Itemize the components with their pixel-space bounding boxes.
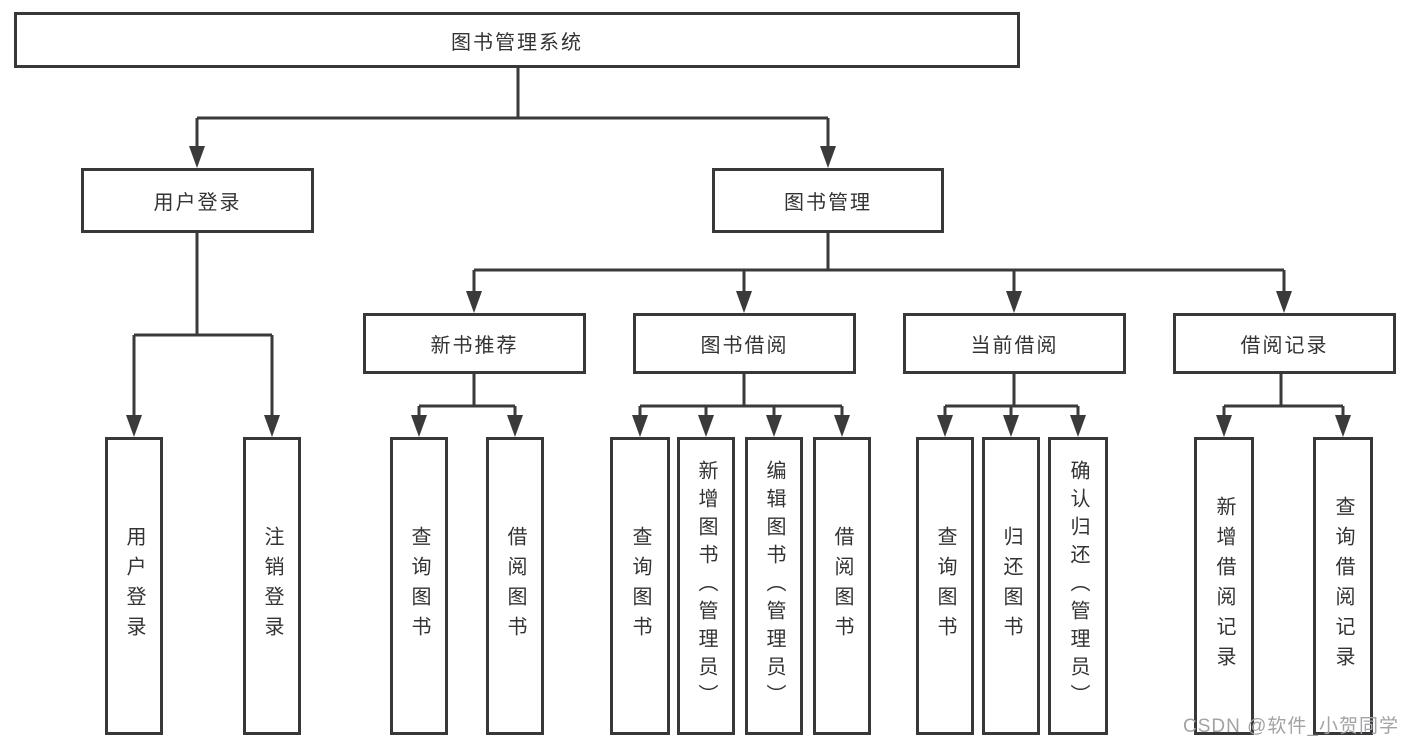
arrow-down-icon (1003, 415, 1019, 437)
leaf-borrow-books-1-label: 借阅图书 (504, 526, 526, 646)
node-book-borrow: 图书借阅 (633, 313, 856, 374)
leaf-borrow-books-2: 借阅图书 (813, 437, 871, 735)
leaf-confirm-return-admin: 确认归还（管理员） (1048, 437, 1108, 735)
arrow-down-icon (126, 415, 142, 437)
leaf-return-book-label: 归还图书 (1000, 526, 1022, 646)
node-book-management-label: 图书管理 (784, 192, 872, 214)
arrow-down-icon (1335, 415, 1351, 437)
leaf-add-book-admin-label: 新增图书（管理员） (695, 460, 717, 712)
arrow-down-icon (632, 415, 648, 437)
node-borrow-records-label: 借阅记录 (1240, 335, 1329, 357)
leaf-query-borrow-record-label: 查询借阅记录 (1332, 496, 1354, 676)
csdn-watermark: CSDN @软件_小贺同学 (1183, 716, 1399, 737)
leaf-borrow-books-2-label: 借阅图书 (831, 526, 853, 646)
leaf-return-book: 归还图书 (982, 437, 1040, 735)
leaf-confirm-return-admin-label: 确认归还（管理员） (1067, 460, 1089, 712)
leaf-borrow-books-1: 借阅图书 (486, 437, 544, 735)
node-root-label: 图书管理系统 (451, 31, 583, 54)
leaf-edit-book-admin-label: 编辑图书（管理员） (763, 460, 785, 712)
leaf-edit-book-admin: 编辑图书（管理员） (745, 437, 803, 735)
leaf-query-books-3-label: 查询图书 (934, 526, 956, 646)
leaf-logout: 注销登录 (243, 437, 301, 735)
node-new-book-recommend: 新书推荐 (363, 313, 586, 374)
arrow-down-icon (1070, 415, 1086, 437)
arrow-down-icon (189, 146, 205, 168)
node-user-login: 用户登录 (81, 168, 314, 233)
arrow-down-icon (820, 146, 836, 168)
leaf-query-borrow-record: 查询借阅记录 (1313, 437, 1373, 735)
node-book-borrow-label: 图书借阅 (700, 335, 789, 357)
leaf-logout-label: 注销登录 (261, 526, 283, 646)
node-new-book-recommend-label: 新书推荐 (430, 335, 519, 357)
arrow-down-icon (1276, 291, 1292, 313)
arrow-down-icon (264, 415, 280, 437)
node-current-borrow-label: 当前借阅 (970, 335, 1059, 357)
leaf-query-books-1-label: 查询图书 (408, 526, 430, 646)
arrow-down-icon (411, 415, 427, 437)
arrow-down-icon (736, 291, 752, 313)
leaf-query-books-3: 查询图书 (916, 437, 974, 735)
leaf-add-borrow-record: 新增借阅记录 (1194, 437, 1254, 735)
node-book-management: 图书管理 (712, 168, 944, 233)
node-user-login-label: 用户登录 (153, 192, 242, 214)
leaf-query-books-2: 查询图书 (610, 437, 670, 735)
arrow-down-icon (466, 291, 482, 313)
node-root: 图书管理系统 (14, 12, 1020, 68)
node-current-borrow: 当前借阅 (903, 313, 1126, 374)
arrowheads (126, 146, 1351, 437)
leaf-add-borrow-record-label: 新增借阅记录 (1213, 496, 1235, 676)
arrow-down-icon (937, 415, 953, 437)
arrow-down-icon (834, 415, 850, 437)
arrow-down-icon (1216, 415, 1232, 437)
leaf-query-books-1: 查询图书 (390, 437, 448, 735)
arrow-down-icon (507, 415, 523, 437)
leaf-add-book-admin: 新增图书（管理员） (677, 437, 735, 735)
arrow-down-icon (698, 415, 714, 437)
arrow-down-icon (1006, 291, 1022, 313)
arrow-down-icon (766, 415, 782, 437)
leaf-user-login: 用户登录 (105, 437, 163, 735)
leaf-user-login-label: 用户登录 (123, 526, 145, 646)
node-borrow-records: 借阅记录 (1173, 313, 1396, 374)
leaf-query-books-2-label: 查询图书 (629, 526, 651, 646)
connector-paths (132, 68, 1345, 430)
